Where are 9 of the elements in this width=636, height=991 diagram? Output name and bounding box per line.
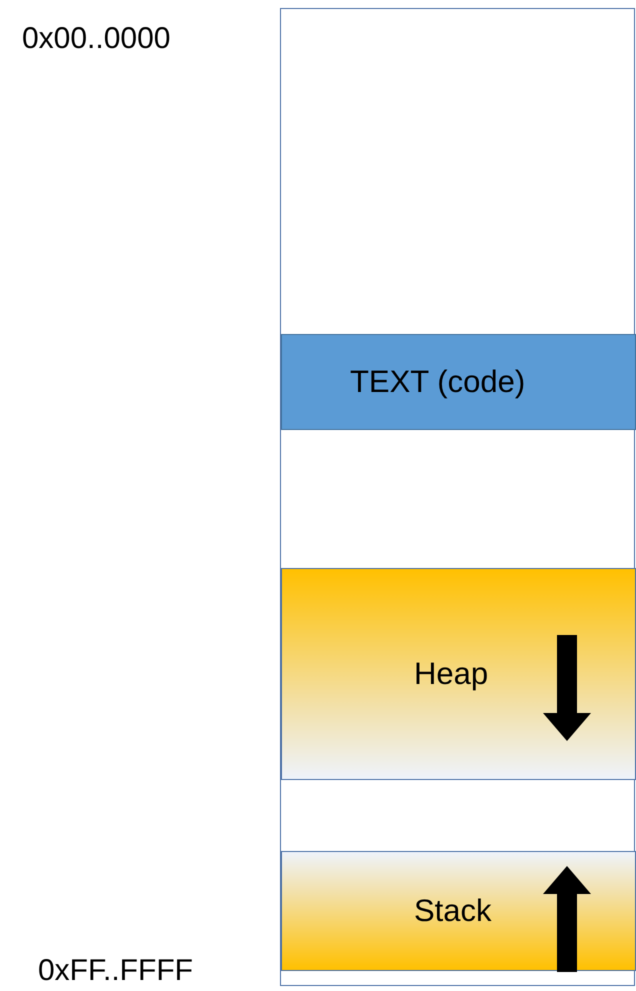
segment-label: Stack bbox=[414, 895, 492, 926]
segment-label: Heap bbox=[414, 658, 488, 689]
segment-label: TEXT (code) bbox=[350, 366, 526, 397]
memory-column bbox=[280, 8, 635, 986]
stack-segment-band bbox=[281, 851, 636, 971]
address-label: 0xFF..FFFF bbox=[38, 956, 193, 986]
text-segment-band bbox=[281, 334, 636, 430]
heap-segment-band bbox=[281, 568, 636, 780]
address-label: 0x00..0000 bbox=[22, 24, 170, 54]
